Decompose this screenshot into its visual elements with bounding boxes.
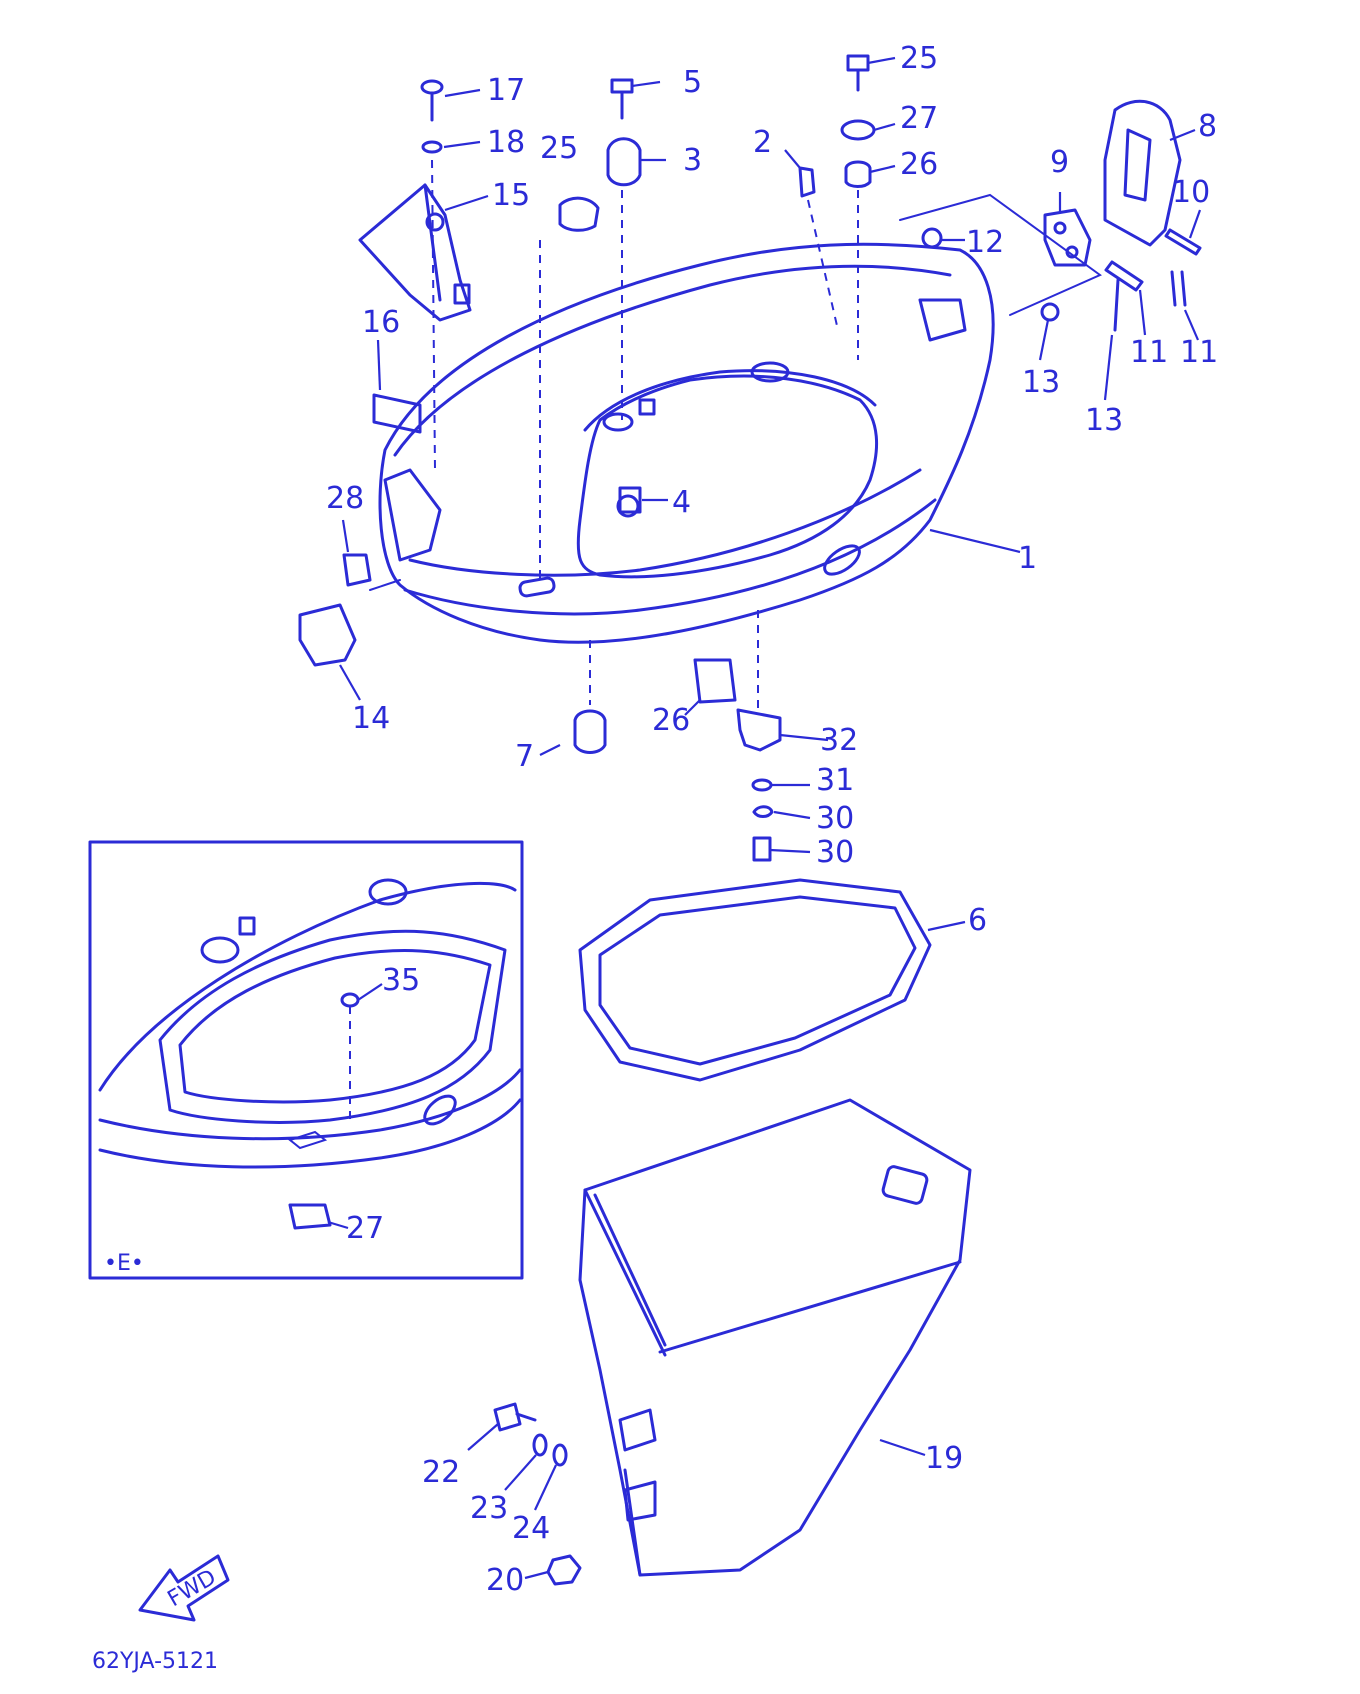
grommet-part-29 <box>558 196 600 232</box>
callout-16: 14 <box>352 701 390 736</box>
grommet-part-7 <box>573 709 607 754</box>
cotter-pin-part-11 <box>1170 270 1187 307</box>
screw-part-31 <box>752 836 772 862</box>
callout-34: 32 <box>820 723 858 758</box>
collar-part-4 <box>618 486 642 514</box>
callout-3: 3 <box>683 143 702 178</box>
grommet-part-26 <box>844 160 872 188</box>
nut-part-21 <box>546 1554 582 1586</box>
callout-25: 25 <box>900 41 938 76</box>
drawing-code: 62YJA-5121 <box>92 1649 218 1674</box>
bolt-part-22 <box>493 1402 537 1432</box>
callout-9: 9 <box>1050 145 1069 180</box>
callout-27: 27 <box>900 101 938 136</box>
callout-13-upper: 12 <box>966 225 1004 260</box>
callout-33: 31 <box>816 763 854 798</box>
damper-part-3 <box>606 137 642 187</box>
washer-part-33 <box>751 778 773 792</box>
detail-inset-e <box>88 840 524 1280</box>
callout-7: 7 <box>515 739 534 774</box>
callout-24: 24 <box>512 1511 550 1546</box>
callout-20: 19 <box>925 1441 963 1476</box>
inset-label: •E• <box>104 1251 144 1276</box>
callout-31: 30 <box>816 835 854 870</box>
callout-30-main: 26 <box>652 703 690 738</box>
callout-1: 1 <box>1018 541 1037 576</box>
bottom-cowling-part-1 <box>378 242 995 644</box>
washer-part-19 <box>421 140 443 154</box>
callout-30-inset: 27 <box>346 1211 384 1246</box>
bolt-part-12 <box>1104 260 1144 292</box>
leader-lines <box>327 56 1202 1580</box>
bolt-part-25 <box>846 54 870 92</box>
callout-28: 28 <box>326 481 364 516</box>
callout-17: 16 <box>362 305 400 340</box>
fwd-arrow-icon <box>138 1554 230 1622</box>
callout-labels: 17 18 25 15 5 3 2 25 27 26 8 9 10 12 11 … <box>92 41 1218 1674</box>
clip-part-28 <box>342 553 372 587</box>
callout-29: 25 <box>540 131 578 166</box>
bolt-part-5 <box>610 78 634 120</box>
plate-part-17 <box>372 393 422 434</box>
callout-6: 6 <box>968 903 987 938</box>
bracket-plate-outline <box>899 193 1102 316</box>
callout-12: 11 <box>1130 335 1168 370</box>
apron-part-20 <box>578 1098 972 1577</box>
pin-part-10 <box>1164 228 1202 256</box>
callout-15: 15 <box>492 178 530 213</box>
front-hook-part-15 <box>358 183 472 322</box>
callout-23: 23 <box>470 1491 508 1526</box>
bracket-part-34 <box>736 708 782 752</box>
callout-22: 22 <box>422 1455 460 1490</box>
callout-32: 30 <box>816 801 854 836</box>
rear-hook-part-8 <box>1103 99 1182 247</box>
washer-part-23 <box>532 1433 548 1457</box>
callout-19: 18 <box>487 125 525 160</box>
callout-26: 26 <box>900 147 938 182</box>
washer-part-24 <box>552 1443 568 1467</box>
grommet-part-13a <box>921 227 943 249</box>
grommet-part-2 <box>798 166 816 198</box>
callout-21: 20 <box>486 1563 524 1598</box>
callout-4: 4 <box>672 485 691 520</box>
callout-14: 13 <box>1085 403 1123 438</box>
rubber-seal-part-6 <box>578 878 932 1082</box>
callout-10: 10 <box>1172 175 1210 210</box>
callout-35: 35 <box>382 963 420 998</box>
grommet-part-30-top <box>693 658 737 704</box>
pin-part-14 <box>1113 278 1120 332</box>
bolt-part-18 <box>420 79 444 122</box>
grommet-part-13b <box>1040 302 1060 322</box>
callout-2: 2 <box>753 125 772 160</box>
lock-washer-part-32 <box>752 805 774 818</box>
washer-part-27 <box>840 119 876 141</box>
callout-5: 5 <box>683 65 702 100</box>
callout-18: 17 <box>487 73 525 108</box>
lever-part-16 <box>298 603 357 667</box>
hinge-bracket-part-9 <box>1043 208 1092 267</box>
callout-8: 8 <box>1198 109 1217 144</box>
callout-13-lower: 13 <box>1022 365 1060 400</box>
callout-11: 11 <box>1180 335 1218 370</box>
